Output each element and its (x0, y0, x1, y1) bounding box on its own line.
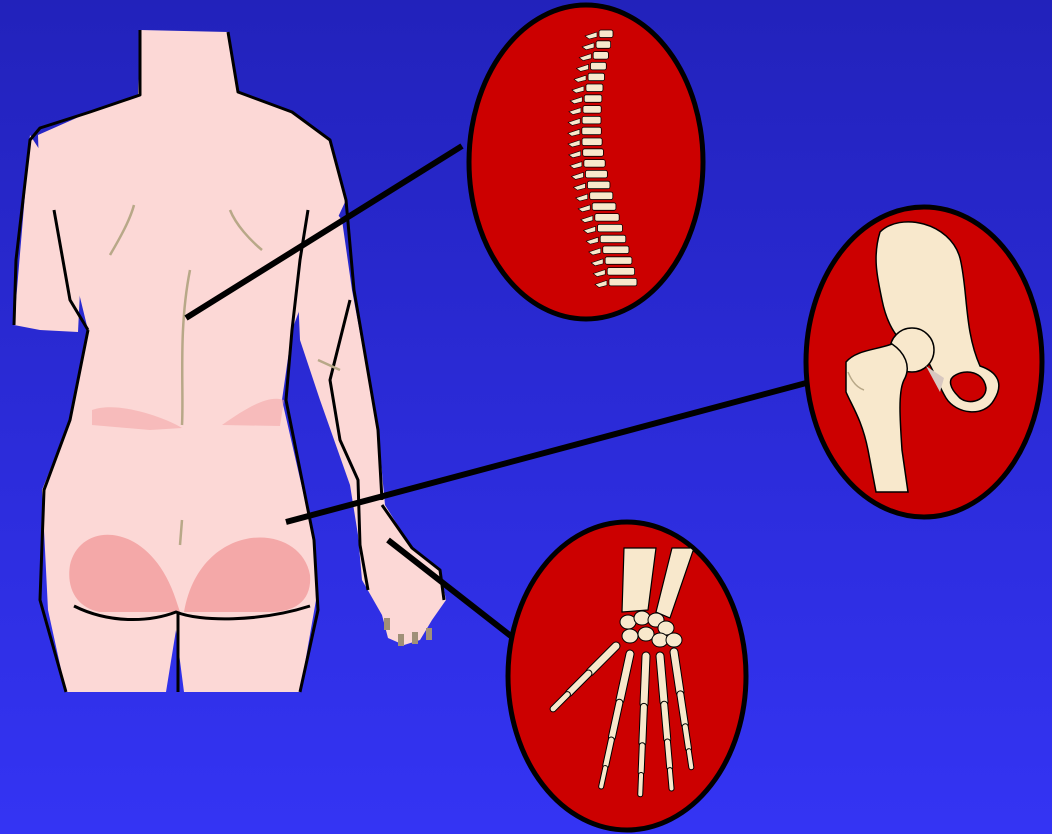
vertebra (586, 84, 603, 92)
vertebra (585, 170, 607, 178)
phalanx-bone (670, 770, 672, 788)
vertebra (609, 278, 637, 286)
vertebra (588, 73, 604, 81)
vertebra (592, 203, 616, 211)
phalanx-bone (642, 707, 644, 743)
vertebra (603, 246, 629, 254)
phalanx-bone (660, 656, 664, 702)
vertebra (584, 160, 605, 168)
vertebra (590, 62, 606, 70)
vertebra (584, 95, 602, 103)
hand-callout (508, 522, 746, 830)
phalanx-bone (664, 705, 667, 740)
vertebra (599, 30, 613, 38)
vertebra (595, 214, 619, 222)
vertebra (607, 268, 634, 276)
vertebra (582, 116, 601, 124)
spine-callout (469, 5, 703, 319)
vertebra (600, 235, 626, 243)
carpal-bone (622, 629, 638, 643)
phalanx-bone (640, 775, 641, 794)
vertebra (593, 52, 608, 60)
hip-callout (806, 207, 1042, 517)
carpal-bone (666, 633, 682, 647)
vertebra (582, 127, 601, 135)
vertebra (583, 149, 604, 157)
vertebra (590, 192, 613, 200)
carpal-bone (634, 611, 650, 625)
vertebra (598, 224, 623, 232)
vertebra (587, 181, 610, 189)
vertebra (605, 257, 632, 265)
vertebra (596, 41, 611, 49)
phalanx-bone (667, 742, 669, 767)
phalanx-bone (644, 656, 646, 704)
phalanx-bone (641, 746, 642, 772)
vertebra (582, 138, 602, 146)
vertebra (583, 106, 601, 114)
phalanx-bone (685, 727, 688, 749)
phalanx-bone (689, 751, 691, 767)
